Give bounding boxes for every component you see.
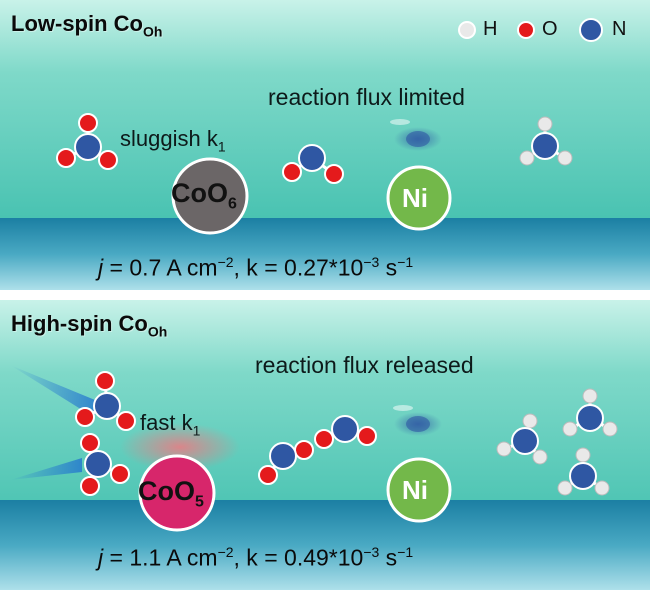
ammonia-molecule-3 xyxy=(557,447,610,496)
panel-high-spin-graphic xyxy=(0,300,650,590)
nitrite-molecule-right xyxy=(314,415,377,449)
nitrite-molecule-left xyxy=(258,440,314,485)
coo5-site-label: CoO5 xyxy=(138,476,204,511)
panel-low-spin-graphic xyxy=(0,0,650,290)
coo5-site-circle xyxy=(138,454,216,532)
cooh-site-label: CoO6 xyxy=(171,178,237,213)
flux-released-label: reaction flux released xyxy=(255,352,474,378)
legend-h-atom xyxy=(458,21,476,39)
fast-k-label: fast k1 xyxy=(140,410,201,439)
panel-high-spin: High-spin CoOh reaction flux released fa… xyxy=(0,300,650,590)
ni-site-circle-top xyxy=(386,165,452,231)
blurred-intermediate-bottom xyxy=(393,405,442,436)
legend-o-label: O xyxy=(542,18,558,40)
legend-n-label: N xyxy=(612,18,627,40)
panel-low-spin: Low-spin CoOh H O N reaction flux limite… xyxy=(0,0,650,290)
sluggish-k-label: sluggish k1 xyxy=(120,126,226,155)
rate-formula-top: j = 0.7 A cm−2, k = 0.27*10−3 s−1 xyxy=(98,254,414,281)
fast-k-glow xyxy=(120,423,240,471)
flux-limited-label: reaction flux limited xyxy=(268,84,465,110)
nitrite-molecule-top xyxy=(282,144,344,184)
motion-beam-upper xyxy=(10,365,95,418)
top-surface xyxy=(0,218,650,290)
rate-formula-bottom: j = 1.1 A cm−2, k = 0.49*10−3 s−1 xyxy=(98,544,414,571)
ni-site-circle-bottom xyxy=(386,457,452,523)
ni-label-top: Ni xyxy=(402,183,428,213)
motion-beam-lower xyxy=(10,458,82,480)
nitrate-molecule-upper xyxy=(75,371,136,431)
legend-h-label: H xyxy=(483,18,498,40)
ni-label-bottom: Ni xyxy=(402,475,428,505)
ammonia-molecule-top xyxy=(519,116,573,166)
cooh-site-circle xyxy=(171,157,249,235)
legend-n-atom xyxy=(579,18,603,42)
bottom-surface xyxy=(0,500,650,590)
blurred-intermediate-top xyxy=(390,119,442,151)
nitrate-molecule-top xyxy=(56,113,118,170)
ammonia-molecule-2 xyxy=(562,388,618,437)
title-high-spin: High-spin CoOh xyxy=(11,311,168,340)
ammonia-molecule-1 xyxy=(496,413,548,465)
legend-o-atom xyxy=(517,21,535,39)
legend xyxy=(458,18,603,42)
title-low-spin: Low-spin CoOh xyxy=(11,11,163,40)
nitrate-molecule-lower xyxy=(80,433,130,496)
